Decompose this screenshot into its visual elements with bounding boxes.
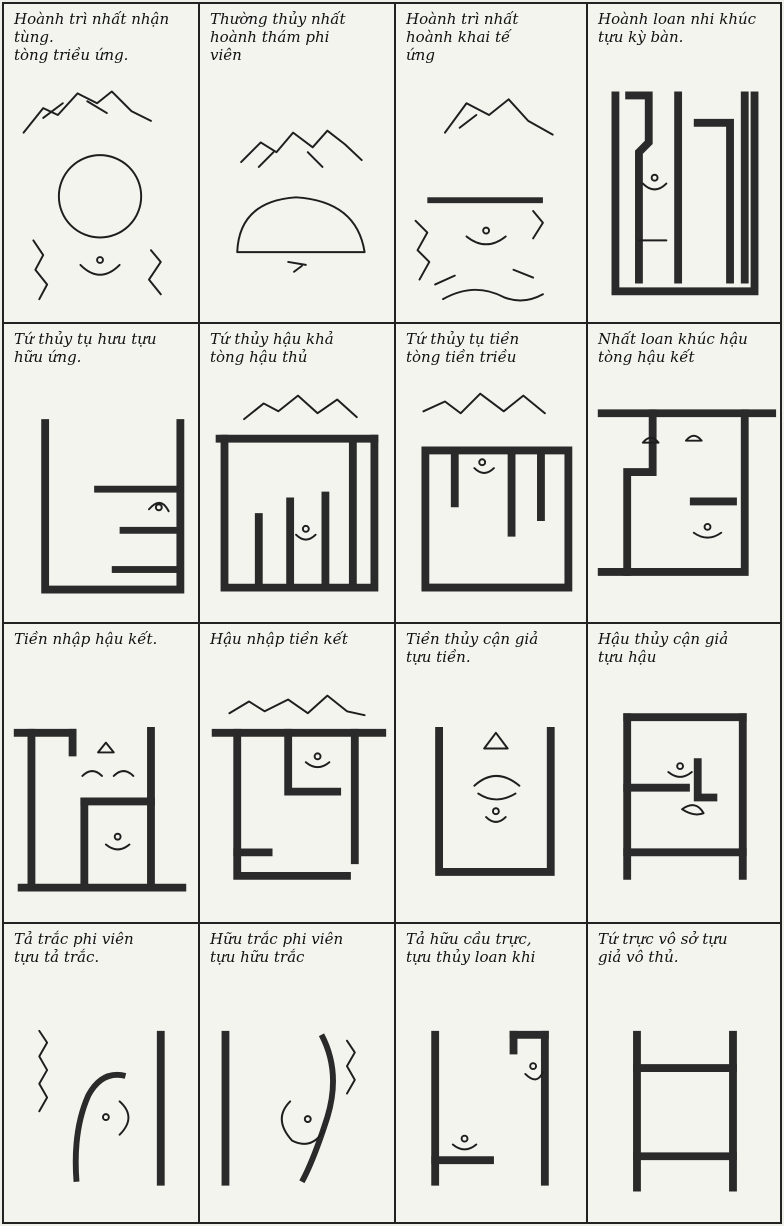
cell-7: Tứ thủy tụ tiền tòng tiền triều [394, 322, 588, 624]
cell-3: Hoành trì nhất hoành khai tế ứng [394, 2, 588, 324]
cell-drawing [588, 624, 780, 922]
cell-8: Nhất loan khúc hậu tòng hậu kết [586, 322, 782, 624]
cell-drawing [588, 4, 780, 322]
cell-5: Tứ thủy tụ hưu tựu hữu ứng. [2, 322, 200, 624]
cell-drawing [396, 324, 586, 622]
cell-drawing [588, 324, 780, 622]
cell-10: Hậu nhập tiền kết [198, 622, 396, 924]
cell-drawing [200, 4, 394, 322]
cell-drawing [4, 624, 198, 922]
cell-16: Tứ trực vô sở tựu giả vô thủ. [586, 922, 782, 1224]
cell-drawing [4, 924, 198, 1222]
cell-1: Hoành trì nhất nhận tùng. tòng triều ứng… [2, 2, 200, 324]
cell-9: Tiền nhập hậu kết. [2, 622, 200, 924]
cell-drawing [200, 624, 394, 922]
cell-drawing [4, 324, 198, 622]
cell-15: Tả hữu cầu trực, tựu thủy loan khi [394, 922, 588, 1224]
cell-13: Tả trắc phi viên tựu tả trắc. [2, 922, 200, 1224]
cell-6: Tứ thủy hậu khả tòng hậu thủ [198, 322, 396, 624]
cell-4: Hoành loan nhi khúc tựu kỳ bàn. [586, 2, 782, 324]
cell-2: Thường thủy nhất hoành thám phi viên [198, 2, 396, 324]
cell-drawing [396, 924, 586, 1222]
cell-drawing [200, 924, 394, 1222]
cell-drawing [396, 4, 586, 322]
cell-12: Hậu thủy cận giả tựu hậu [586, 622, 782, 924]
cell-11: Tiền thủy cận giả tựu tiền. [394, 622, 588, 924]
cell-drawing [588, 924, 780, 1222]
cell-drawing [396, 624, 586, 922]
cell-14: Hữu trắc phi viên tựu hữu trắc [198, 922, 396, 1224]
cell-drawing [4, 4, 198, 322]
cell-drawing [200, 324, 394, 622]
